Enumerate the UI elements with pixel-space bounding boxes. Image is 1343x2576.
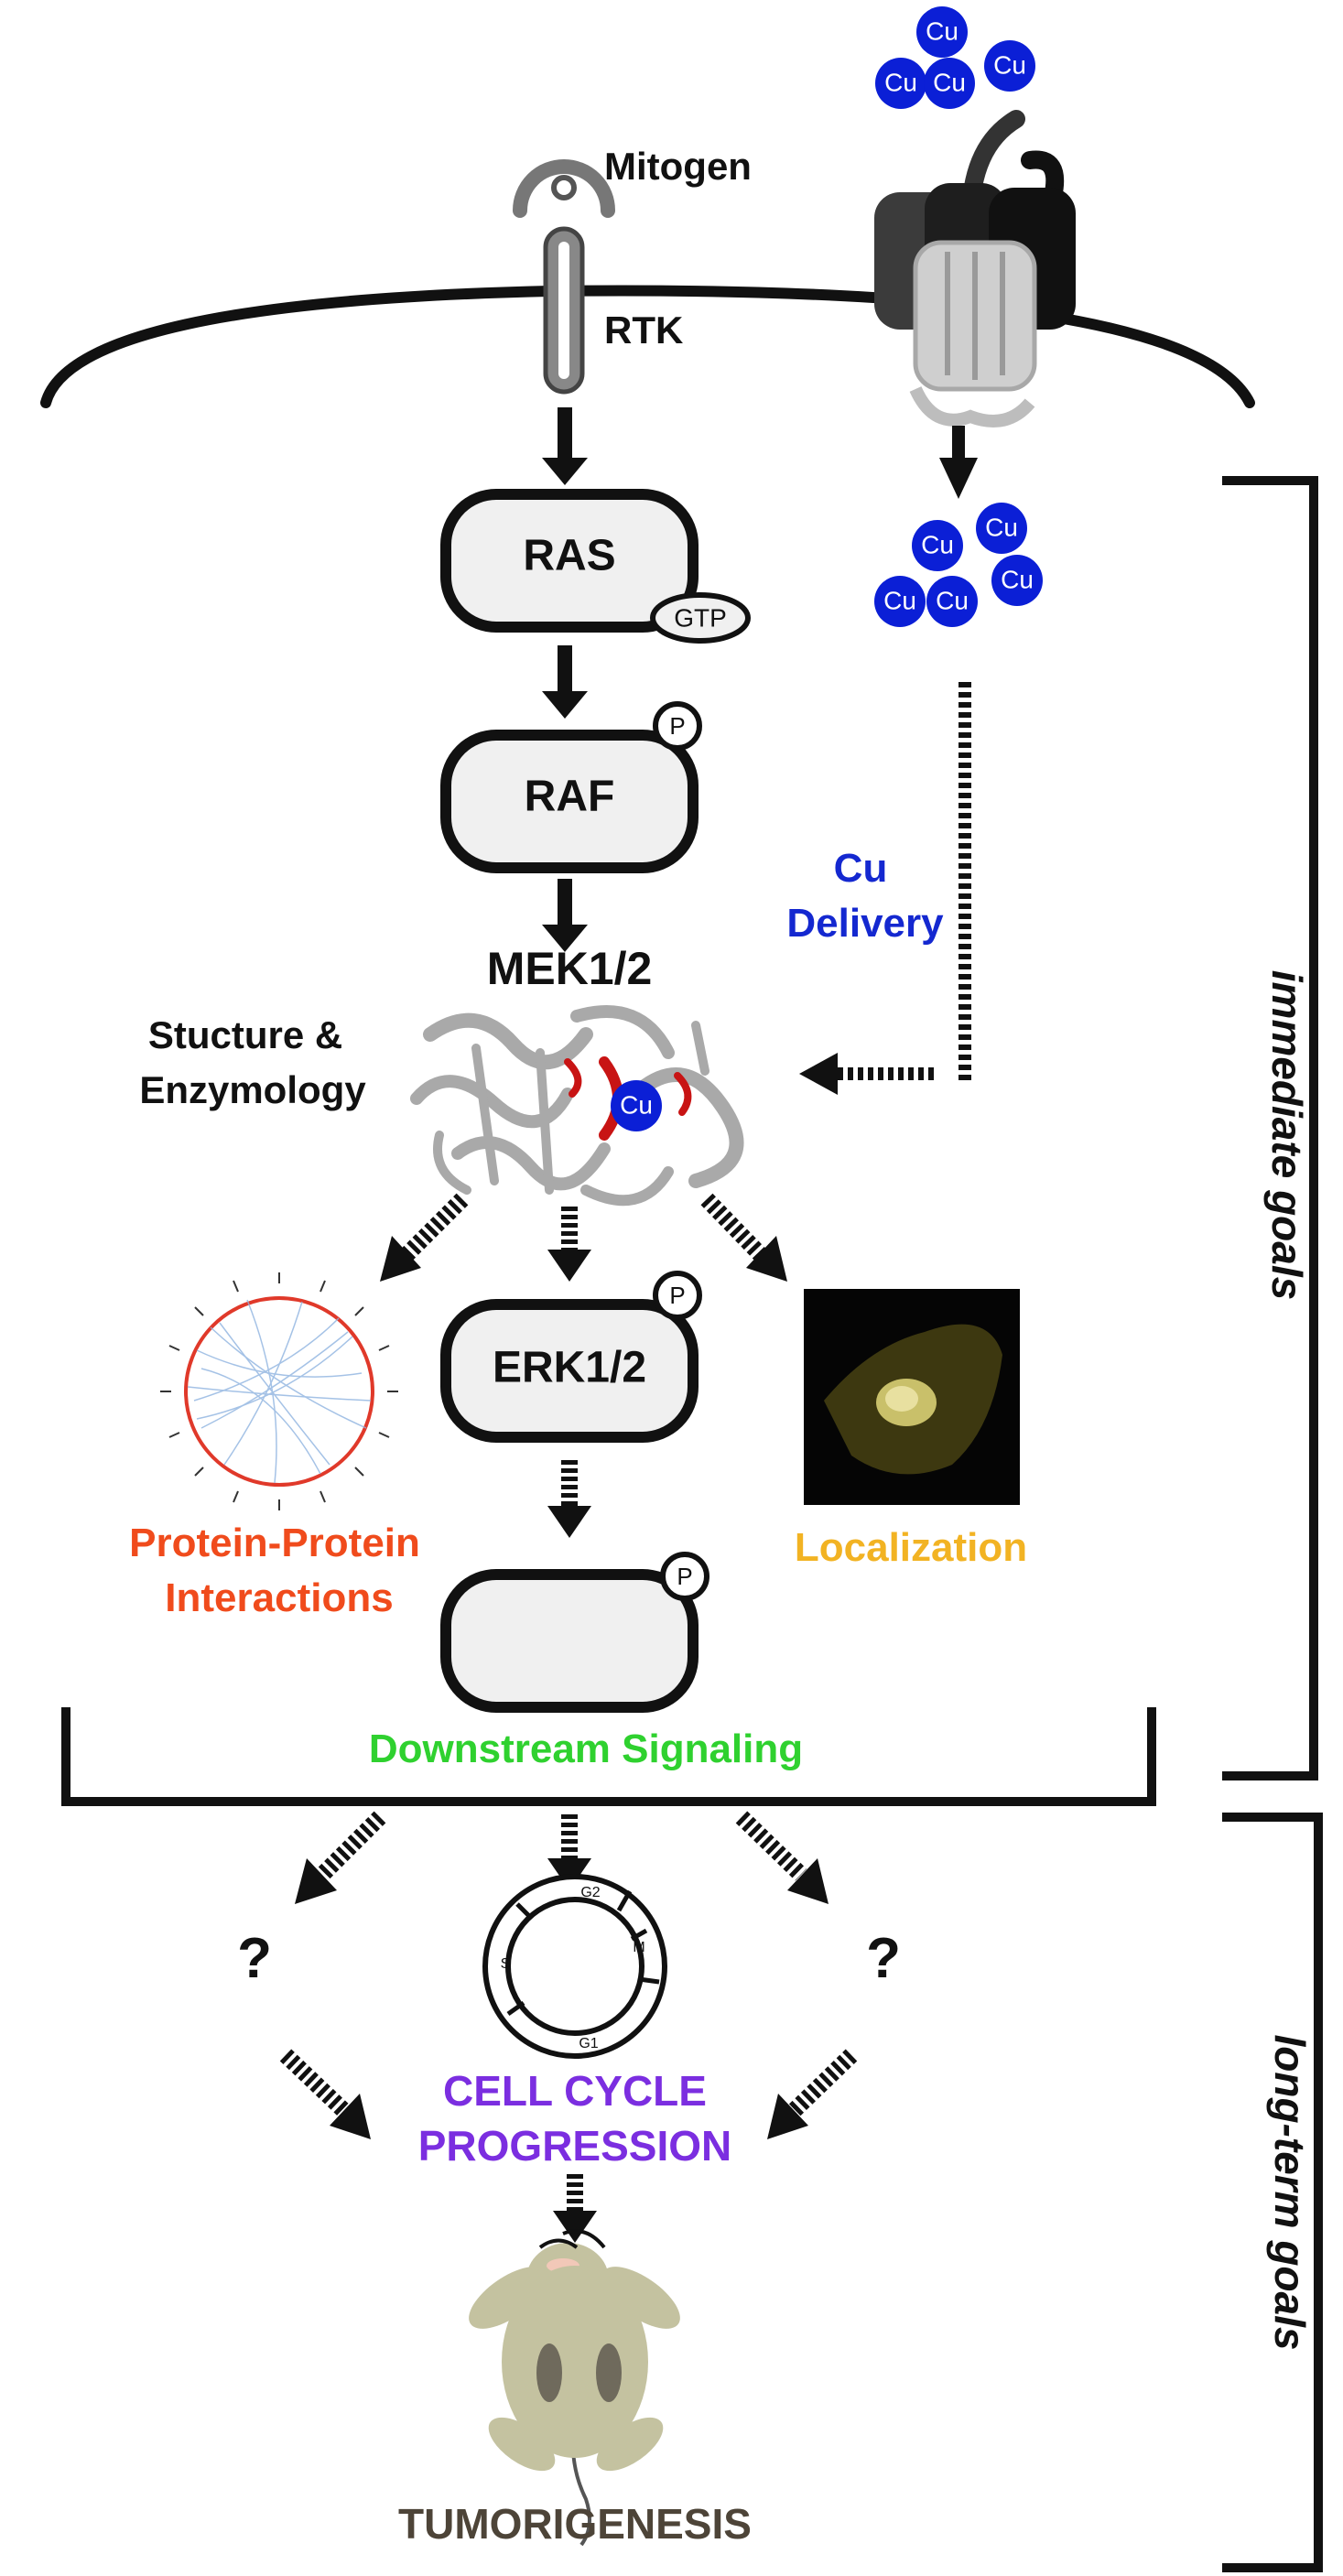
phospho-badge [653,701,702,751]
ras-label: RAS [523,532,615,580]
cu-ion: Cu [926,576,978,627]
cu-ion: Cu [991,555,1043,606]
immediate-section-bracket [61,1707,1156,1806]
extracellular-cu-cluster: Cu Cu Cu Cu [875,6,1035,109]
cell-cycle-label-line1: CELL CYCLE [443,2067,707,2115]
svg-text:Cu: Cu [993,50,1026,79]
erk-node: ERK1/2 P [440,1271,702,1443]
cu-ion: Cu [984,40,1035,92]
mouse-icon [469,2229,680,2547]
copper-transporter-icon [874,110,1076,428]
gtp-badge [650,592,751,644]
arrow-rtk-to-ras [542,407,588,485]
svg-text:Cu: Cu [926,16,959,45]
structure-label-line1: Stucture & [148,1013,342,1056]
cell-cycle-icon: G2 M S G1 [482,1874,667,2059]
long-term-goals-bracket [1222,1813,1323,2572]
arrow-mek-to-ppi [380,1193,469,1282]
unknown-right: ? [866,1927,901,1990]
svg-text:Cu: Cu [936,586,969,614]
m-label: M [633,1940,644,1955]
immediate-goals-label: immediate goals [1263,970,1311,1300]
arrow-ras-to-raf [542,645,588,719]
cu-delivery-label-line2: Delivery [786,901,944,946]
unknown-left: ? [237,1927,272,1990]
cu-ion: Cu [912,520,963,571]
arrow-bracket-right [735,1811,829,1904]
svg-text:P: P [669,712,685,740]
structure-label-line2: Enzymology [139,1068,366,1111]
arrow-cell-cycle-to-tumor [553,2174,597,2243]
cu-delivery-arrow [799,1053,934,1095]
mek-label: MEK1/2 [487,943,653,994]
phospho-badge [660,1552,709,1601]
cu-ion: Cu [874,576,926,627]
phospho-badge [653,1271,702,1320]
localization-label: Localization [795,1525,1027,1570]
cell-micrograph-icon [804,1289,1020,1505]
g1-label: G1 [579,2036,598,2051]
erk-label: ERK1/2 [493,1344,646,1392]
gtp-label: GTP [674,603,727,632]
arrow-bracket-left [295,1811,386,1904]
cu-ion: Cu [916,6,968,58]
downstream-label: Downstream Signaling [369,1726,803,1771]
arrow-raf-to-mek [542,879,588,952]
cell-cycle-label-line2: PROGRESSION [418,2122,732,2170]
svg-text:Cu: Cu [921,530,954,558]
long-term-goals-label: long-term goals [1266,2034,1314,2350]
interaction-network-icon [160,1272,398,1510]
immediate-goals-bracket [1222,476,1318,1780]
ppi-label-line1: Protein-Protein [129,1521,420,1565]
intracellular-cu-cluster: Cu Cu Cu Cu Cu [874,503,1043,627]
s-label: S [501,1956,511,1972]
svg-text:Cu: Cu [933,68,966,96]
rtk-label: RTK [604,308,683,352]
svg-text:Cu: Cu [985,513,1018,541]
g2-label: G2 [580,1885,600,1900]
arrow-right-to-cell-cycle [767,2049,858,2139]
arrow-transporter-to-cu [939,426,978,499]
svg-text:Cu: Cu [620,1090,653,1119]
ppi-label-line2: Interactions [165,1575,393,1620]
cu-delivery-label-line1: Cu [834,846,888,891]
mek-structure-icon [410,1005,744,1207]
cu-ion: Cu [976,503,1027,554]
arrow-erk-to-downstream [547,1460,591,1538]
svg-text:Cu: Cu [884,68,917,96]
svg-text:P: P [677,1563,692,1590]
raf-node: RAF P [440,701,702,873]
tumorigenesis-label: TUMORIGENESIS [398,2500,752,2548]
svg-text:P: P [669,1282,685,1309]
mek-cu-ion: Cu [611,1080,662,1131]
cu-ion: Cu [924,58,975,109]
raf-label: RAF [525,773,615,821]
mitogen-label: Mitogen [604,145,752,188]
downstream-node: P [440,1552,709,1713]
arrow-left-to-cell-cycle [279,2049,371,2139]
svg-text:Cu: Cu [883,586,916,614]
arrow-mek-to-erk [547,1207,591,1282]
svg-text:Cu: Cu [1001,565,1034,593]
rtk-receptor-icon [513,159,615,395]
ras-node: RAS GTP [440,489,751,644]
arrow-mek-to-localization [700,1193,787,1282]
cu-ion: Cu [875,58,926,109]
cell-membrane [40,285,1255,408]
